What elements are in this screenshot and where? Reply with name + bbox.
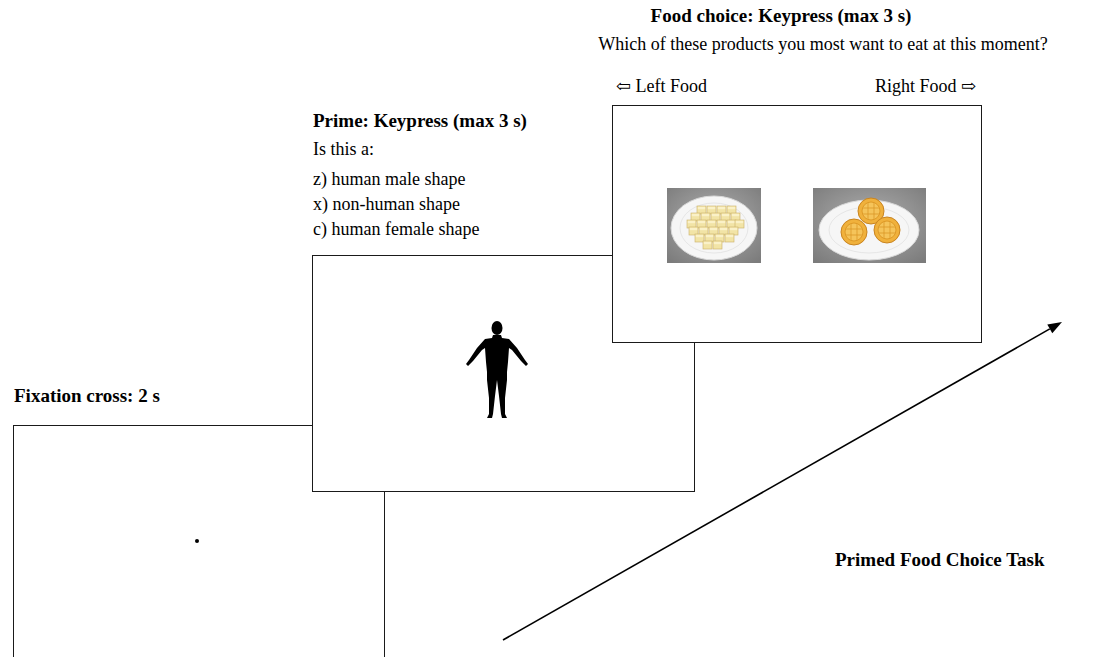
text-slot: c) human female shape	[313, 217, 479, 242]
key-label: ⇦ Left Food	[616, 73, 707, 99]
photo-background	[667, 188, 761, 263]
silhouette-head	[492, 321, 503, 335]
illustration-part	[841, 219, 867, 245]
cheese-cubes	[687, 206, 744, 249]
illustration-part	[695, 234, 704, 242]
screen-heading: Prime: Keypress (max 3 s)	[313, 108, 527, 134]
screen-heading: Fixation cross: 2 s	[14, 383, 160, 409]
plate-rim	[680, 203, 748, 253]
key-label: Right Food ⇨	[875, 73, 976, 99]
text-slot: Food choice: Keypress (max 3 s)	[651, 3, 912, 29]
question-text: Which of these products you most want to…	[598, 31, 1047, 57]
illustration-part	[725, 234, 734, 242]
text-slot: z) human male shape	[313, 167, 465, 192]
illustration-part	[874, 217, 900, 243]
response-option: c) human female shape	[313, 217, 479, 242]
food-photo	[667, 188, 761, 263]
response-option: z) human male shape	[313, 167, 465, 192]
timeline-arrow-head	[1047, 322, 1062, 333]
text-slot: ⇦ Left Food	[616, 73, 707, 99]
photo-background	[813, 188, 926, 263]
fixation-dot-mark	[195, 539, 199, 543]
task-label: Primed Food Choice Task	[835, 547, 1045, 573]
text-slot: Is this a:	[313, 137, 374, 162]
illustration-part	[713, 241, 722, 249]
fixation-dot	[192, 536, 202, 546]
illustration-part	[703, 241, 712, 249]
text-slot: Prime: Keypress (max 3 s)	[313, 108, 527, 134]
food-photo	[813, 188, 926, 263]
screen-heading: Food choice: Keypress (max 3 s)	[651, 3, 912, 29]
plate	[671, 196, 757, 260]
label-slot: Primed Food Choice Task	[835, 547, 1045, 573]
text-slot: Right Food ⇨	[875, 73, 976, 99]
text-slot: x) non-human shape	[313, 192, 460, 217]
text-slot: Which of these products you most want to…	[598, 31, 1047, 57]
response-option: x) non-human shape	[313, 192, 460, 217]
question-text: Is this a:	[313, 137, 374, 162]
human-silhouette	[457, 318, 537, 422]
waffle-biscuits	[841, 198, 900, 245]
text-slot: Fixation cross: 2 s	[14, 383, 160, 409]
